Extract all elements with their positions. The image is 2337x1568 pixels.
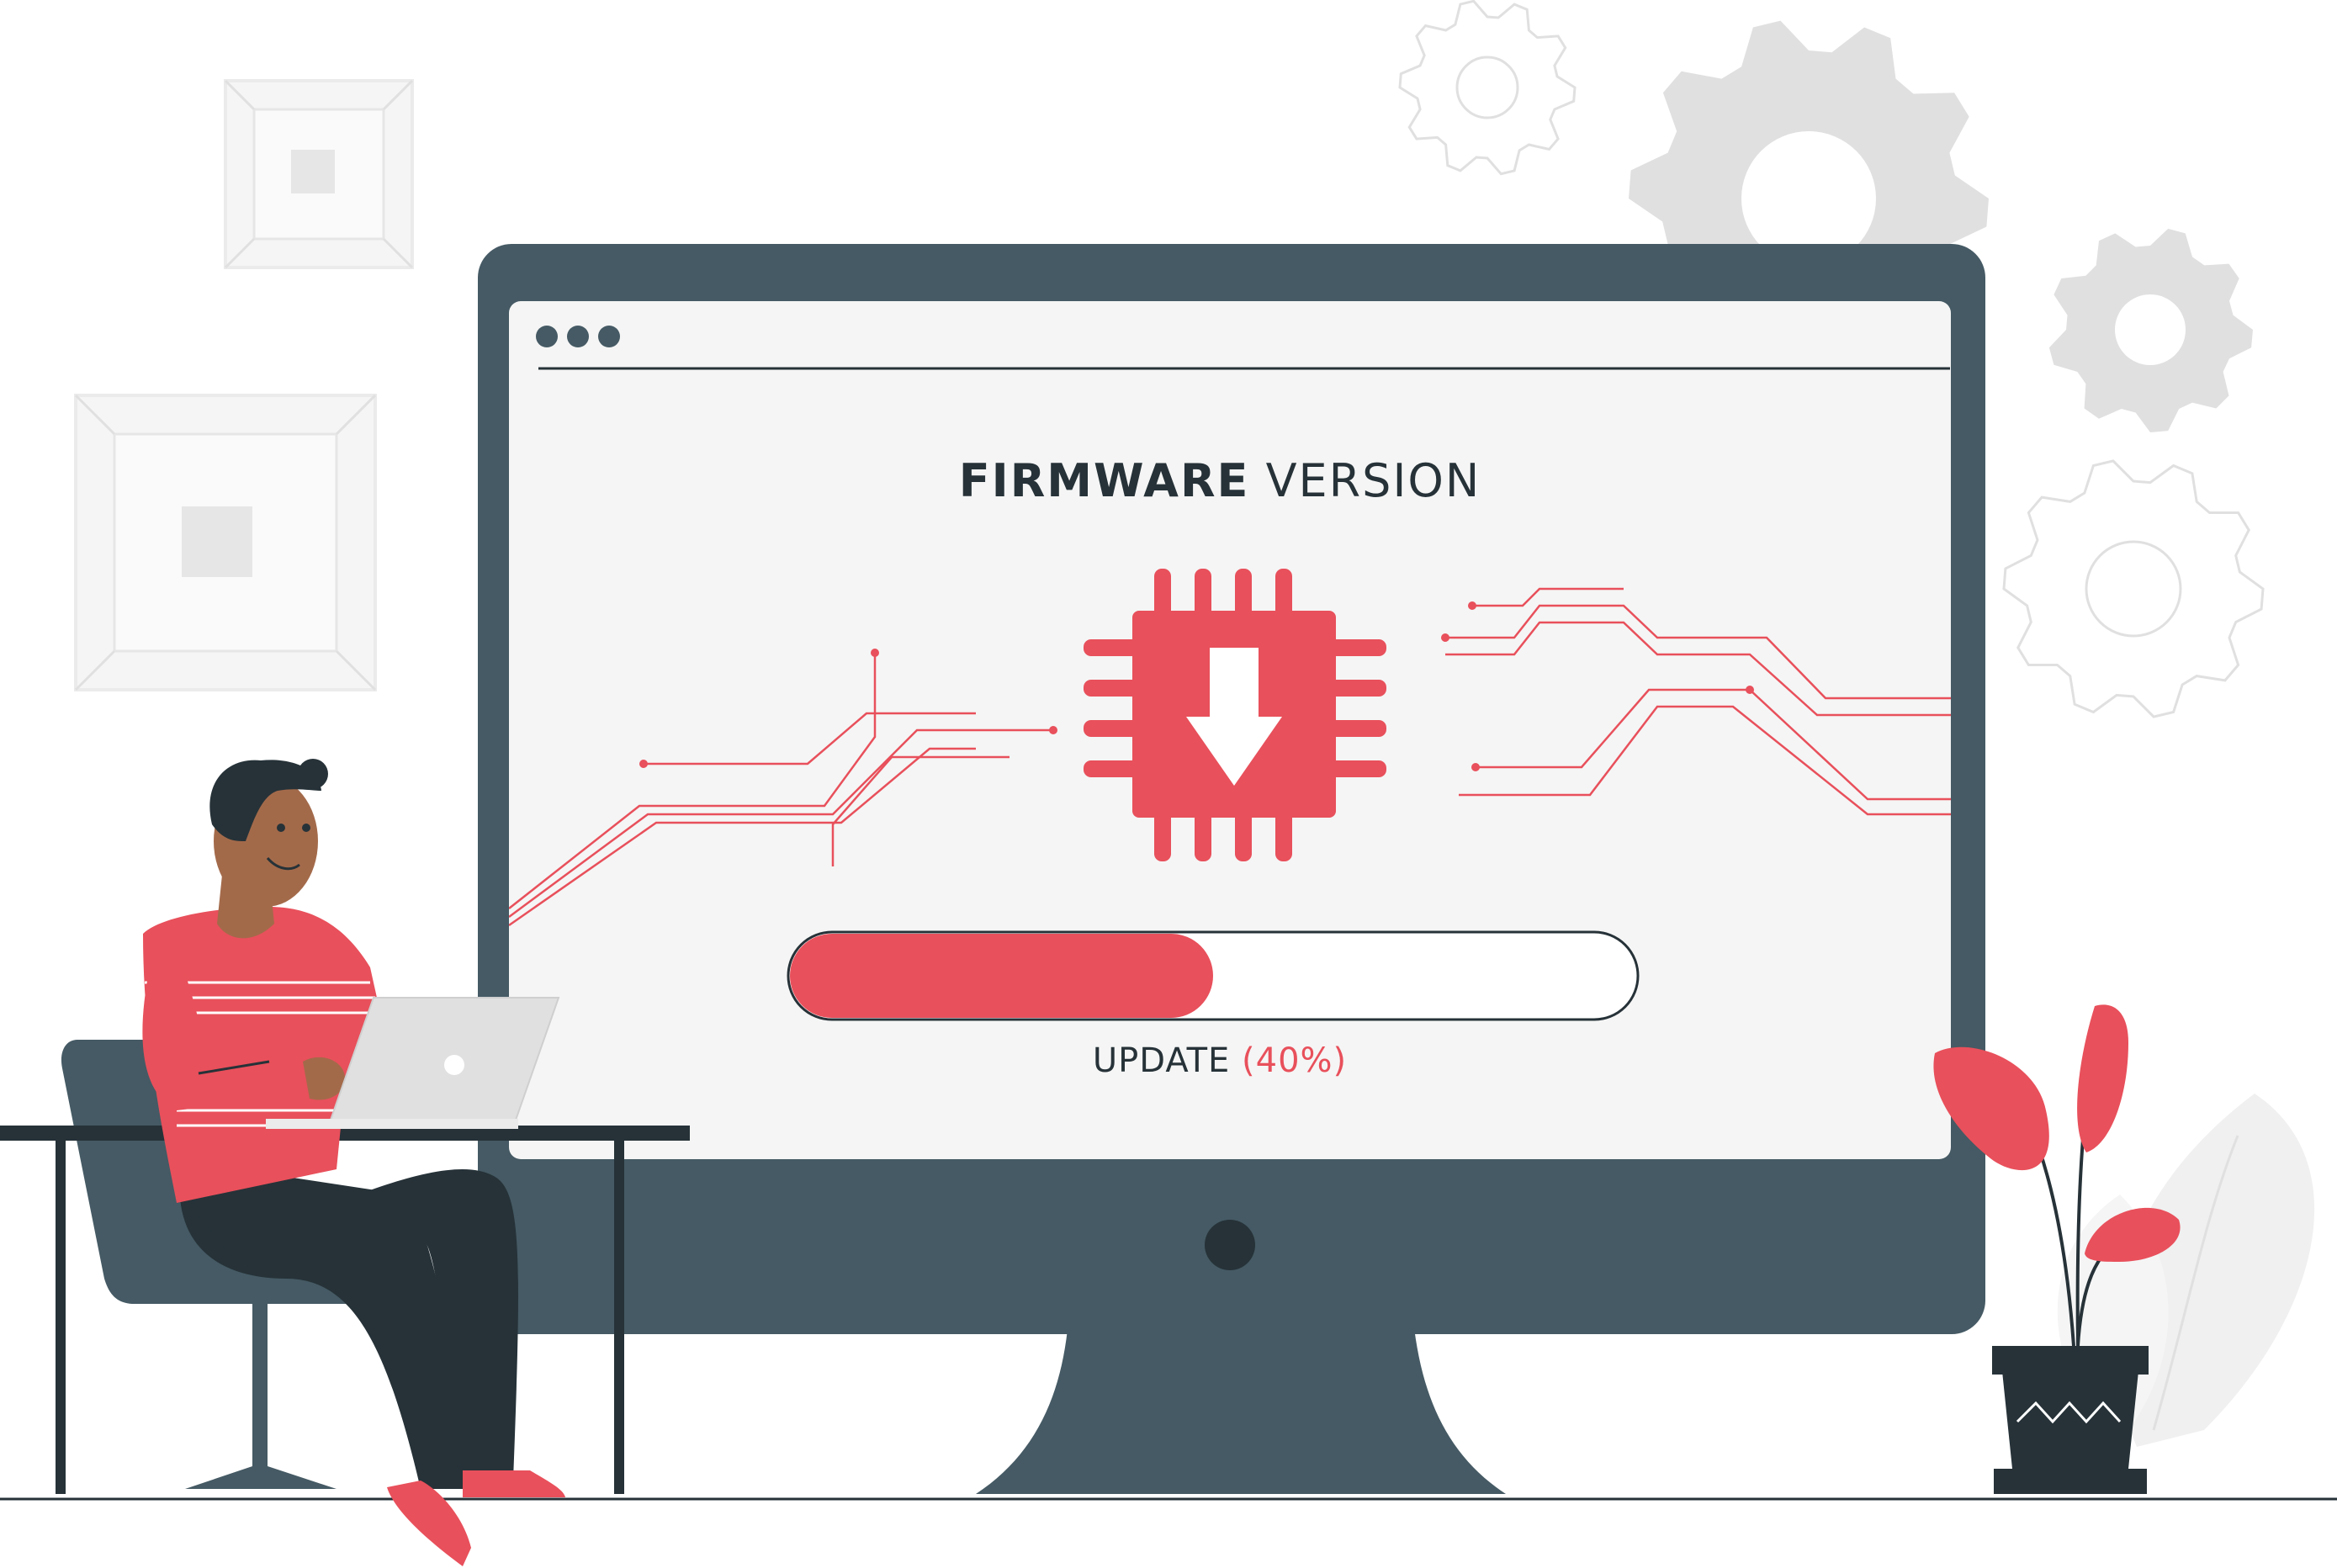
circuit-traces xyxy=(509,587,1951,927)
laptop xyxy=(266,997,560,1129)
wall-frame-large xyxy=(74,394,377,691)
monitor-camera xyxy=(1205,1220,1255,1270)
title-light: VERSION xyxy=(1265,454,1481,507)
potted-plant xyxy=(1933,1004,2181,1494)
update-word: UPDATE xyxy=(1092,1041,1231,1080)
circuit-nodes xyxy=(639,601,1754,771)
title-bold: FIRMWARE xyxy=(958,454,1250,507)
office-chair xyxy=(61,1040,433,1489)
chip-download-icon xyxy=(1084,569,1386,861)
update-percent: (40%) xyxy=(1242,1041,1348,1080)
wall-frame-small xyxy=(224,79,414,269)
window-dot-2 xyxy=(567,326,589,347)
window-controls[interactable] xyxy=(536,326,620,347)
update-status: UPDATE (40%) xyxy=(925,1041,1514,1080)
progress-fill xyxy=(790,934,1213,1018)
window-dot-1 xyxy=(536,326,558,347)
progress-bar xyxy=(787,930,1640,1021)
window-dot-3 xyxy=(598,326,620,347)
page-title: FIRMWARE VERSION xyxy=(841,454,1598,507)
monitor xyxy=(478,244,1985,1494)
